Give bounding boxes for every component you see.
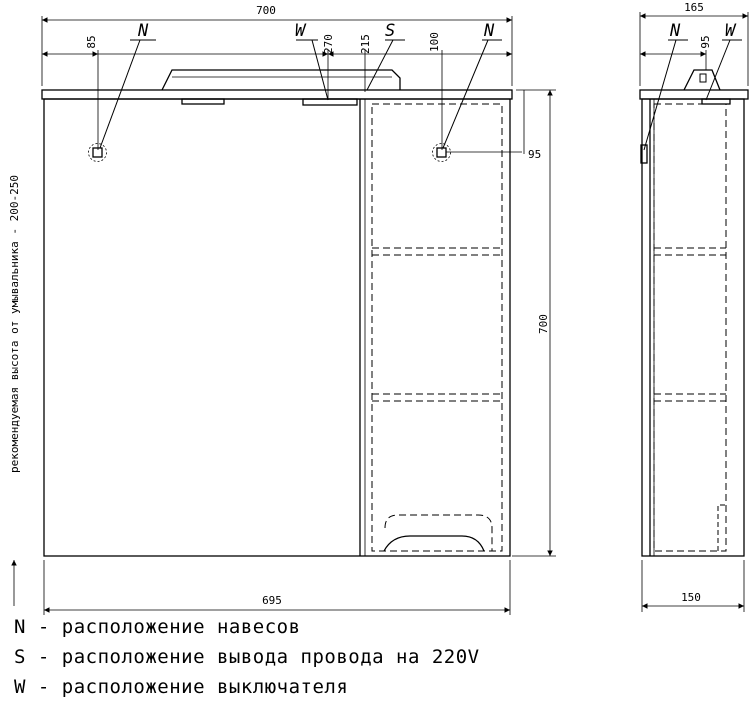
dim-695: 695 [262,594,282,607]
hanger-left [92,147,103,158]
legend-item-s: S - расположение вывода провода на 220V [14,646,480,668]
front-view [41,69,513,557]
dim-95-side: 95 [699,35,712,48]
dim-150: 150 [681,591,701,604]
side-top-panel [639,89,749,100]
lamp-bracket-left [181,98,225,105]
lamp-fixture [161,69,401,91]
bottom-cutout [384,514,493,551]
marker-n-side: N [669,21,681,41]
cabinet-top-panel [41,89,513,100]
switch-box [302,98,358,106]
side-view [639,69,749,557]
side-switch [701,98,731,105]
hanger-right [436,147,447,158]
marker-w-side: W [725,21,737,41]
front-dimensions [11,16,556,615]
dim-100: 100 [428,32,441,52]
dim-85: 85 [85,35,98,48]
marker-s: S [385,21,395,41]
side-dimensions [639,12,749,612]
side-lamp [683,69,721,91]
side-hanger [640,144,648,164]
dim-700-top: 700 [256,4,276,17]
vertical-note: рекомендуемая высота от умывальника - 20… [8,175,21,473]
dim-215: 215 [359,34,372,54]
dim-95-front: 95 [528,148,541,161]
legend: N - расположение навесов S - расположени… [14,612,480,702]
marker-n-right: N [483,21,495,41]
shelf-section-inner [371,103,503,552]
dim-165: 165 [684,1,704,14]
marker-n-left: N [137,21,149,41]
marker-w: W [295,21,307,41]
dim-270: 270 [322,34,335,54]
side-body [641,98,745,557]
cabinet-body [43,98,511,557]
side-inner [653,103,727,552]
legend-item-n: N - расположение навесов [14,616,301,638]
dim-700-right: 700 [537,314,550,334]
legend-item-w: W - расположение выключателя [14,676,349,698]
